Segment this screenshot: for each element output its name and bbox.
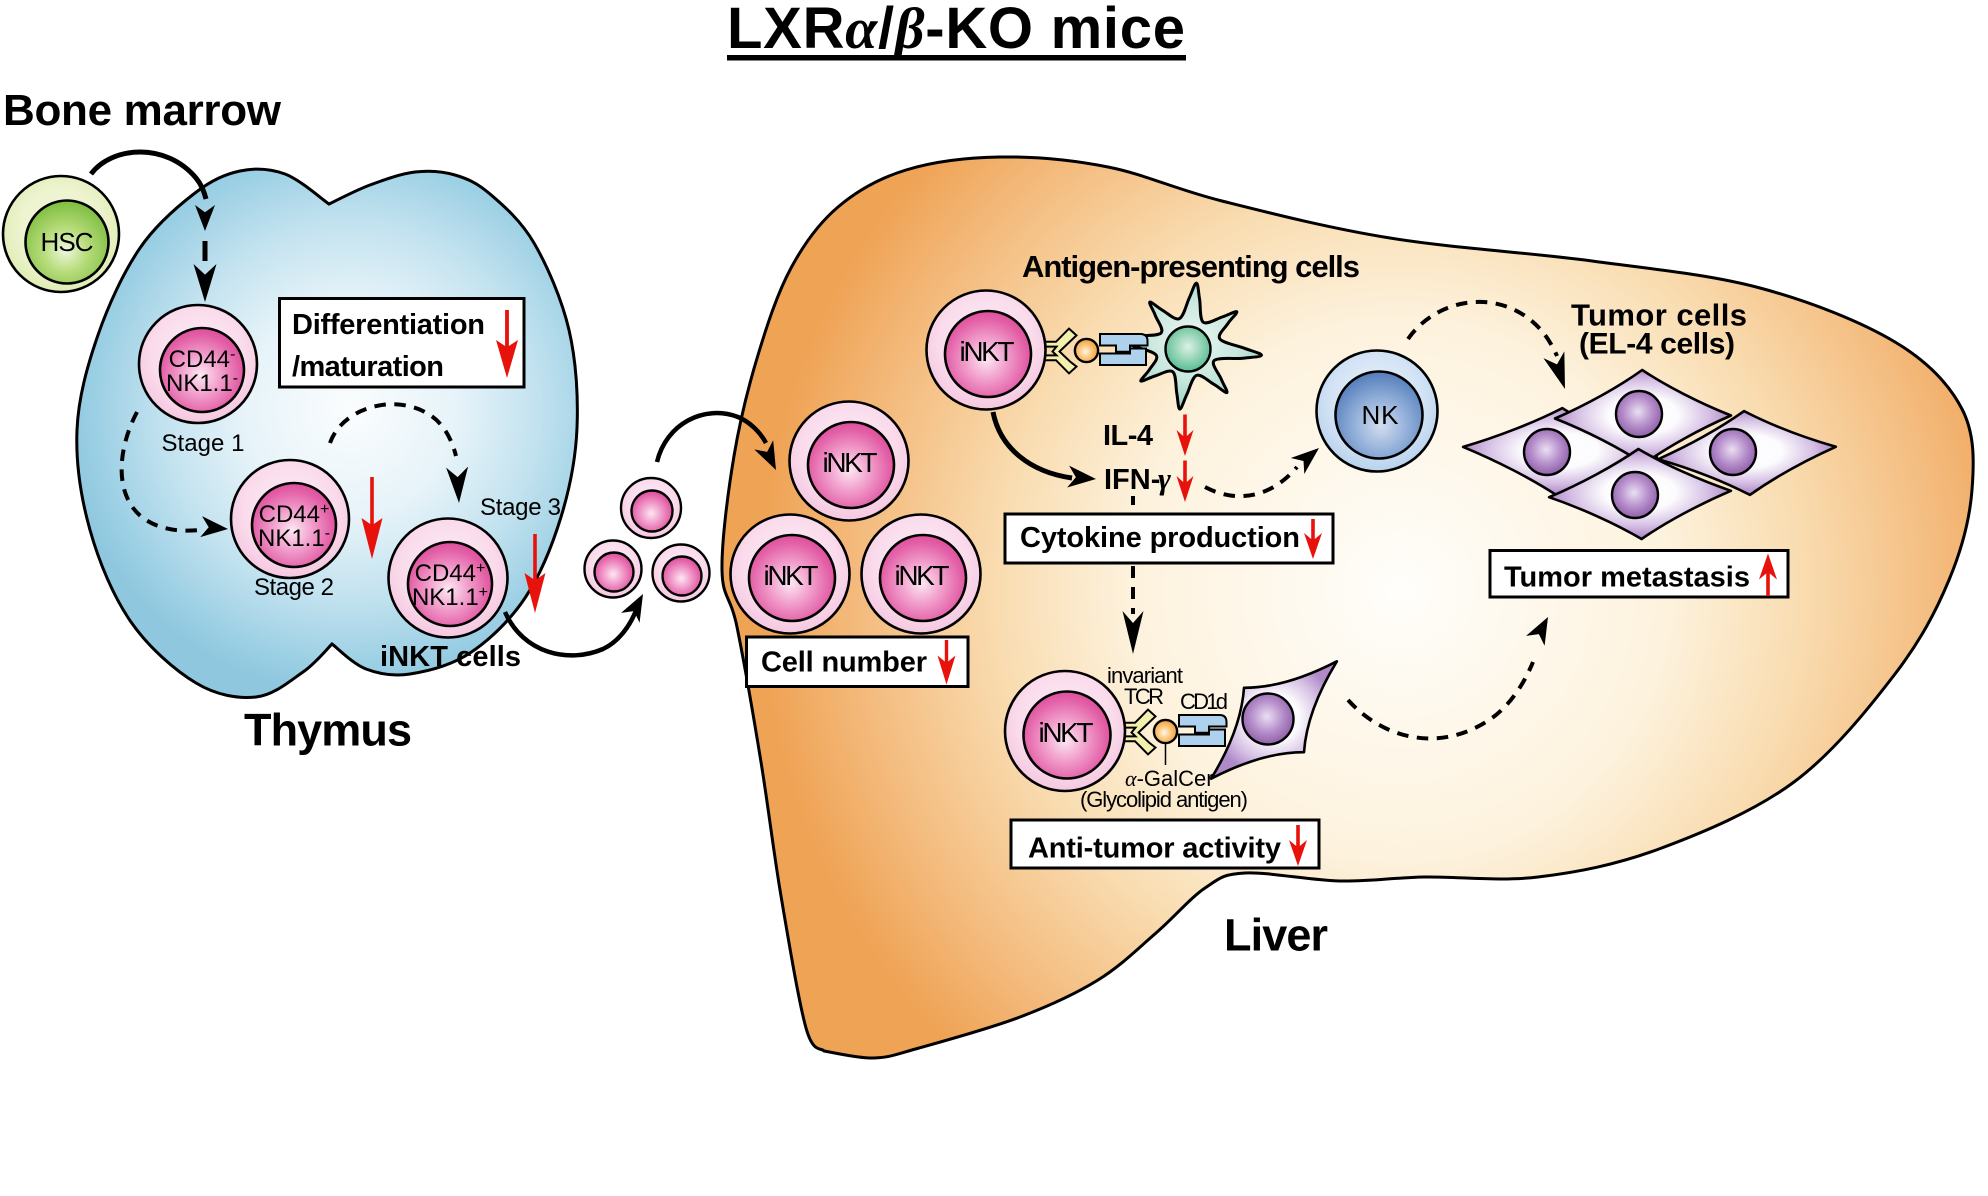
svg-text:Tumor metastasis: Tumor metastasis (1504, 562, 1750, 594)
svg-text:Stage 2: Stage 2 (254, 574, 334, 601)
svg-text:IL-4: IL-4 (1103, 420, 1153, 452)
svg-text:Tumor cells: Tumor cells (1571, 298, 1747, 333)
svg-text:CD44+: CD44+ (415, 560, 486, 587)
svg-text:invariant: invariant (1107, 663, 1183, 688)
svg-text:CD44+: CD44+ (259, 501, 330, 528)
svg-text:Differentiation: Differentiation (292, 309, 485, 341)
svg-text:Stage 3: Stage 3 (480, 494, 561, 521)
svg-text:NK1.1-: NK1.1- (258, 525, 330, 552)
svg-text:(Glycolipid antigen): (Glycolipid antigen) (1080, 787, 1248, 812)
svg-text:CD44-: CD44- (169, 346, 236, 373)
svg-text:Liver: Liver (1224, 910, 1328, 961)
svg-text:α-GalCer: α-GalCer (1125, 766, 1214, 791)
svg-text:CD1d: CD1d (1180, 689, 1228, 714)
svg-text:Thymus: Thymus (244, 705, 412, 756)
svg-text:iNKT: iNKT (823, 447, 878, 478)
svg-text:/maturation: /maturation (292, 351, 444, 383)
svg-text:Cell number: Cell number (761, 647, 927, 679)
svg-text:HSC: HSC (41, 227, 94, 257)
svg-text:(EL-4 cells): (EL-4 cells) (1579, 328, 1735, 361)
svg-text:Bone marrow: Bone marrow (3, 86, 282, 135)
svg-text:IFN-: IFN- (1104, 464, 1160, 496)
svg-text:LXRα/β-KO mice: LXRα/β-KO mice (727, 0, 1185, 61)
svg-text:iNKT cells: iNKT cells (380, 641, 521, 673)
svg-text:Cytokine production: Cytokine production (1020, 522, 1300, 554)
svg-text:iNKT: iNKT (895, 560, 950, 591)
svg-text:NK: NK (1362, 400, 1400, 430)
svg-text:iNKT: iNKT (764, 560, 819, 591)
svg-text:Anti-tumor activity: Anti-tumor activity (1028, 833, 1281, 865)
svg-text:iNKT: iNKT (1039, 717, 1094, 748)
svg-text:iNKT: iNKT (960, 336, 1015, 367)
svg-text:Stage 1: Stage 1 (162, 430, 245, 457)
svg-text:NK1.1-: NK1.1- (166, 370, 238, 397)
svg-text:Antigen-presenting cells: Antigen-presenting cells (1022, 249, 1360, 284)
svg-text:NK1.1+: NK1.1+ (412, 584, 488, 611)
svg-text:γ: γ (1158, 461, 1171, 496)
svg-text:TCR: TCR (1124, 684, 1164, 709)
